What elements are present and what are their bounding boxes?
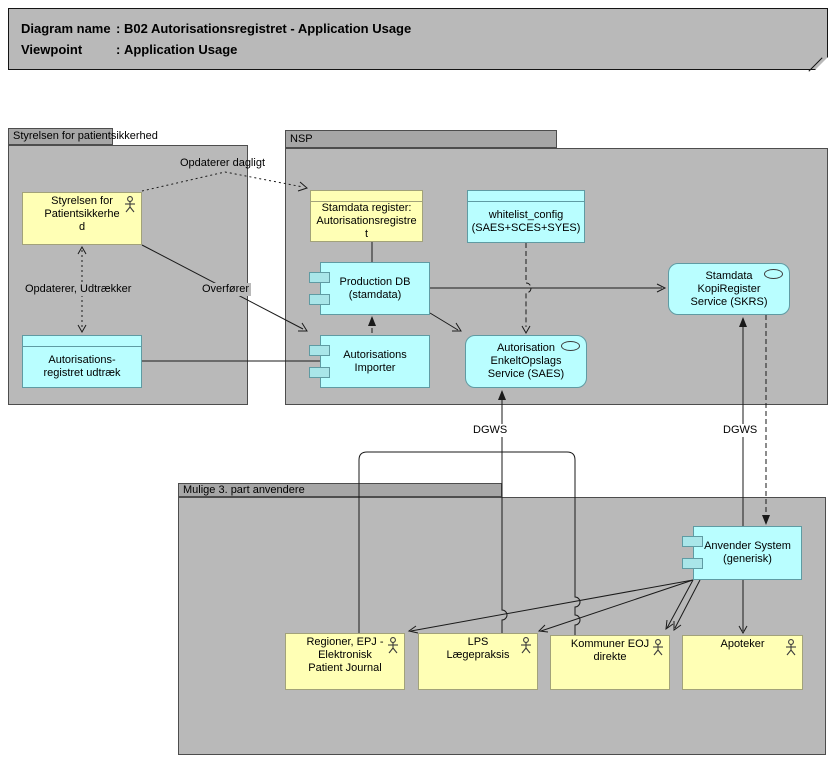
node-label: whitelist_config (SAES+SCES+SYES) (471, 209, 581, 234)
node-kommuner-eoj: Kommuner EOJ direkte (550, 635, 670, 690)
node-label: Stamdata register: Autorisationsregistre… (316, 202, 417, 240)
node-label: Regioner, EPJ - Elektronisk Patient Jour… (306, 636, 384, 674)
node-label: Autorisations Importer (343, 348, 407, 374)
node-lps-laegepraksis: LPS Lægepraksis (418, 633, 538, 690)
viewpoint-label: Viewpoint (21, 42, 83, 57)
application-service-icon (561, 341, 580, 351)
diagram-title-note: Diagram name: B02 Autorisationsregistret… (8, 8, 828, 70)
edge-label-opdaterer-udtraekker: Opdaterer, Udtrækker (23, 283, 134, 296)
node-anvender-system: Anvender System (generisk) (682, 526, 802, 580)
separator: : (116, 42, 121, 57)
edge-label-opdaterer-dagligt: Opdaterer dagligt (180, 157, 265, 169)
application-service-icon (764, 269, 783, 279)
node-label: Apoteker (720, 638, 765, 650)
node-label: Anvender System (generisk) (704, 540, 791, 565)
edge-label-dgws-skrs: DGWS (721, 424, 760, 437)
business-actor-icon (125, 196, 135, 213)
node-label: Kommuner EOJ direkte (570, 638, 650, 663)
data-object-bar (311, 191, 422, 202)
node-production-db: Production DB (stamdata) (309, 262, 430, 315)
group-mulige-tab: Mulige 3. part anvendere (178, 483, 502, 497)
node-label: LPS Lægepraksis (446, 636, 510, 661)
node-whitelist-config: whitelist_config (SAES+SCES+SYES) (467, 190, 585, 243)
diagram-name-row: Diagram name: B02 Autorisationsregistret… (21, 18, 815, 39)
business-actor-icon (388, 637, 398, 654)
diagram-name-value: B02 Autorisationsregistret - Application… (123, 21, 412, 36)
data-object-bar (468, 191, 584, 202)
node-stamdata-register: Stamdata register: Autorisationsregistre… (310, 190, 423, 242)
diagram-name-label: Diagram name (21, 21, 111, 36)
component-tab-icon (309, 345, 330, 356)
node-autorisationsregistret-udtraek: Autorisations- registret udtræk (22, 335, 142, 388)
viewpoint-value: Application Usage (123, 42, 238, 57)
node-label: Autorisation EnkeltOpslags Service (SAES… (487, 342, 565, 380)
business-actor-icon (653, 639, 663, 656)
business-actor-icon (521, 637, 531, 654)
component-tab-icon (309, 272, 330, 283)
component-tab-icon (682, 558, 703, 569)
node-label: Autorisations- registret udtræk (43, 354, 121, 379)
edge-label-dgws-saes: DGWS (471, 424, 510, 437)
component-tab-icon (682, 536, 703, 547)
component-tab-icon (309, 294, 330, 305)
node-label: Styrelsen for Patientsikkerhe d (44, 195, 120, 233)
group-nsp-tab: NSP (285, 130, 557, 148)
node-label: Production DB (stamdata) (339, 275, 411, 301)
edge-label-overfoerer: Overfører (200, 283, 252, 296)
viewpoint-row: Viewpoint: Application Usage (21, 39, 815, 60)
group-styrelsen-tab: Styrelsen for patientsikkerhed (8, 128, 158, 145)
group-mulige-label: Mulige 3. part anvendere (183, 484, 305, 496)
node-autorisations-importer: Autorisations Importer (309, 335, 430, 388)
node-skrs-service: Stamdata KopiRegister Service (SKRS) (668, 263, 790, 315)
node-apoteker: Apoteker (682, 635, 803, 690)
separator: : (116, 21, 121, 36)
node-saes-service: Autorisation EnkeltOpslags Service (SAES… (465, 335, 587, 388)
group-styrelsen-label: Styrelsen for patientsikkerhed (13, 130, 158, 142)
node-label: Stamdata KopiRegister Service (SKRS) (690, 269, 768, 308)
node-styrelsen-for-patientsikkerhed: Styrelsen for Patientsikkerhe d (22, 192, 142, 245)
component-tab-icon (309, 367, 330, 378)
business-actor-icon (786, 639, 796, 656)
node-regioner-epj: Regioner, EPJ - Elektronisk Patient Jour… (285, 633, 405, 690)
group-nsp-label: NSP (290, 133, 313, 145)
data-object-bar (23, 336, 141, 347)
